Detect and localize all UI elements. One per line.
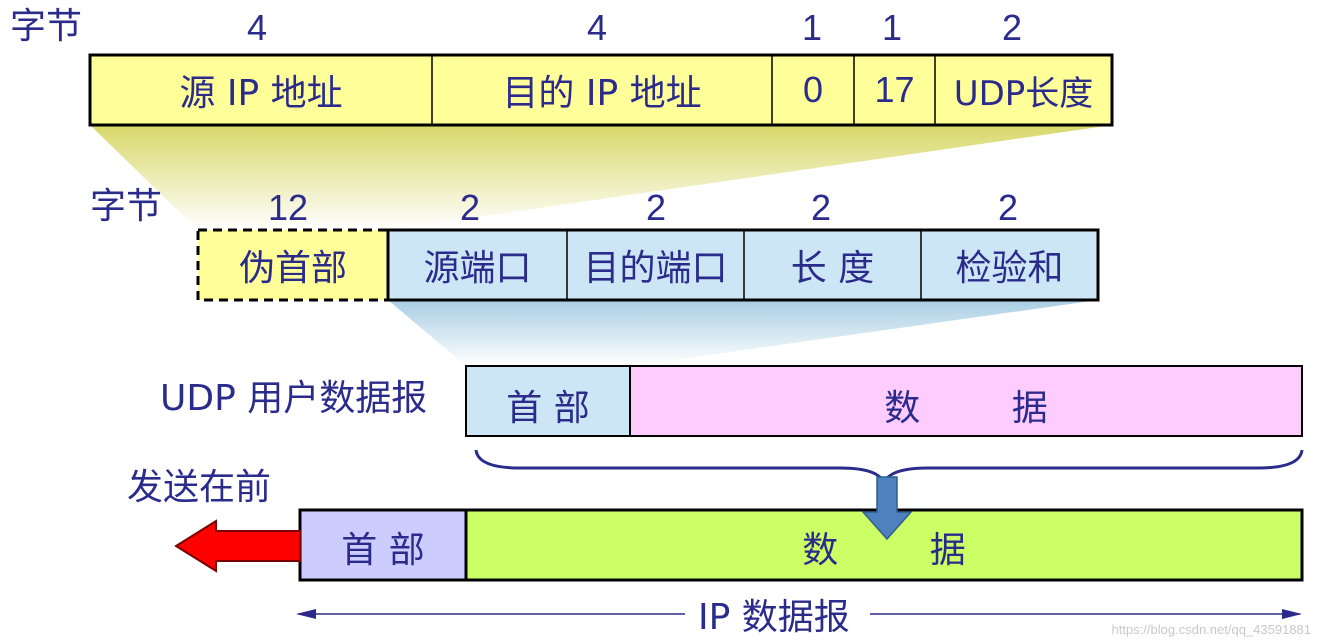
top-byte-count: 1 [801,7,823,48]
udp-byte-count: 2 [997,187,1019,228]
send-first-label: 发送在前 [127,467,272,508]
zero-field: 0 [802,69,824,110]
udp-datagram-data-label: 数 据 [884,388,1048,429]
udp-byte-count: 2 [645,187,667,228]
udp-bytes-label: 字节 [90,186,163,227]
pseudo-header-funnel [90,125,1112,230]
down-arrow [861,476,913,541]
ip-datagram-header-label: 首 部 [341,530,425,571]
udp-datagram-header-label: 首 部 [506,388,590,429]
watermark: https://blog.csdn.net/qq_43591881 [1111,622,1312,637]
length-field: 长 度 [790,248,875,289]
top-byte-count: 4 [586,7,608,48]
protocol-field: 17 [874,69,915,110]
source-ip-field: 源 IP 地址 [179,73,343,114]
ip-datagram-label: IP 数据报 [694,600,854,636]
udp-header-box [386,228,1100,302]
udp-datagram-header-box [465,365,631,437]
udp-byte-count: 2 [459,187,481,228]
dest-ip-field: 目的 IP 地址 [502,73,702,114]
udp-datagram-label: UDP 用户数据报 [160,378,428,419]
send-arrow [174,519,301,573]
udp-byte-count: 2 [810,187,832,228]
dest-port-field: 目的端口 [583,248,728,289]
top-row-box [88,53,1114,127]
top-byte-count: 2 [1001,7,1023,48]
pseudo-header-label: 伪首部 [238,248,347,289]
ip-datagram-data-label: 数 据 [802,530,966,571]
pseudo-header-box [196,228,390,302]
udp-length-field: UDP长度 [953,73,1094,114]
ip-datagram-header-box [298,508,468,582]
top-byte-count: 4 [246,7,268,48]
top-bytes-label: 字节 [10,6,83,47]
udp-byte-count: 12 [267,187,309,228]
udp-datagram-data-box [629,365,1303,437]
source-port-field: 源端口 [423,248,532,289]
udp-header-funnel [388,300,1098,366]
checksum-field: 检验和 [955,248,1064,289]
top-byte-count: 1 [881,7,903,48]
